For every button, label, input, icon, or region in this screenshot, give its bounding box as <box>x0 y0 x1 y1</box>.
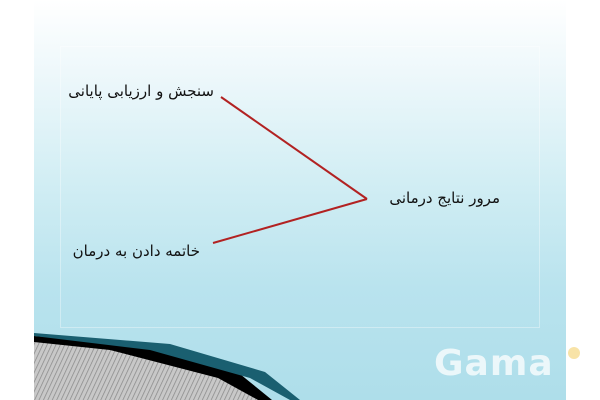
slide <box>34 0 566 400</box>
label-final-assessment: سنجش و ارزیابی پایانی <box>68 82 214 100</box>
hatched-wedge <box>34 336 262 400</box>
label-end-treatment: خاتمه دادن به درمان <box>72 242 200 260</box>
watermark-dot-icon <box>568 347 580 359</box>
connector-line-top <box>220 96 368 200</box>
content-placeholder-frame <box>60 46 540 328</box>
connector-line-bottom <box>212 198 368 244</box>
teal-swoosh <box>34 333 300 400</box>
gama-watermark-logo: Gama <box>434 343 554 384</box>
label-review-results: مرور نتایج درمانی <box>389 189 500 207</box>
